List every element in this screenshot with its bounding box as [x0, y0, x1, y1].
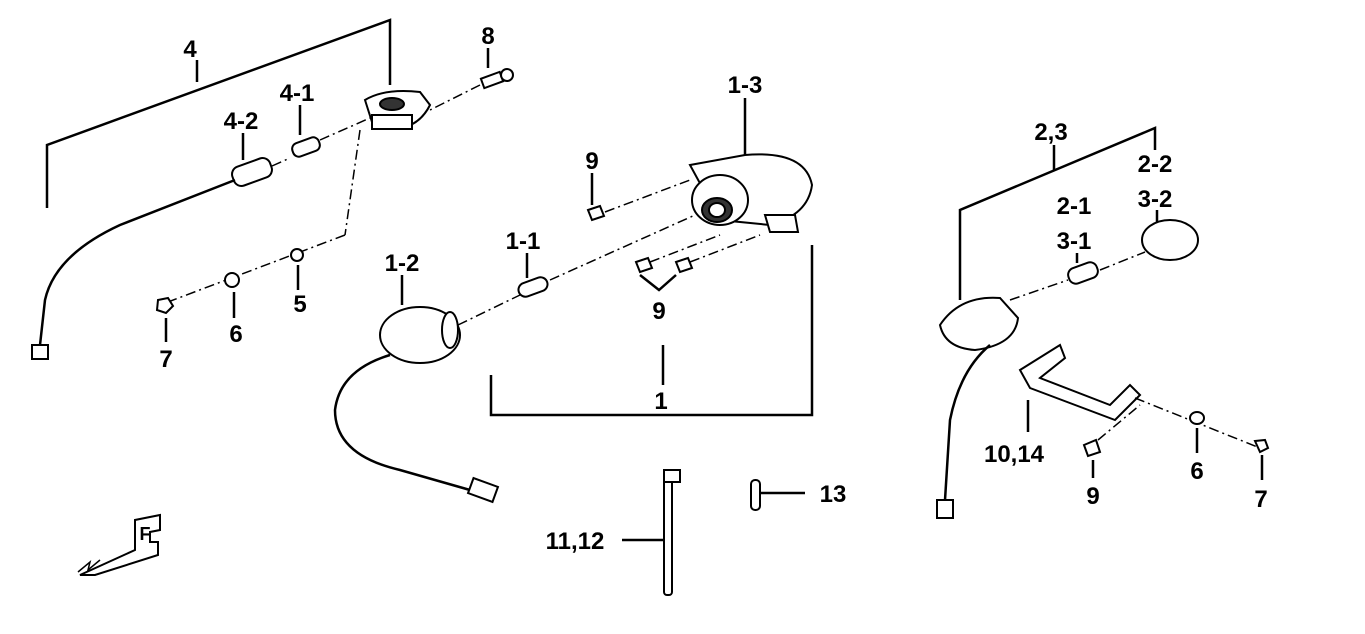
front-marker-letter: F: [140, 524, 151, 544]
washer-6: [1189, 411, 1205, 425]
nut-7: [1253, 438, 1270, 454]
group-4-bracket: [45, 18, 392, 208]
bracket-10-14: [1018, 343, 1142, 432]
bulb-1-1: [517, 214, 696, 298]
lens-2-2: [1141, 219, 1199, 261]
label-4-2: 4-2: [224, 108, 259, 135]
label-11-12: 11,12: [546, 528, 605, 555]
screw-9: [1082, 438, 1102, 458]
label-1-3: 1-3: [728, 72, 763, 99]
screw-9: [674, 256, 694, 274]
label-10-14: 10,14: [984, 441, 1045, 468]
label-9: 9: [652, 298, 665, 325]
label-7: 7: [1254, 486, 1267, 513]
label-6: 6: [1190, 458, 1203, 485]
socket-1-2: [333, 275, 521, 504]
washer-5: [290, 248, 304, 262]
label-6: 6: [229, 321, 242, 348]
label-5: 5: [293, 291, 306, 318]
license-light-housing: [363, 90, 432, 130]
label-3-1: 3-1: [1057, 228, 1092, 255]
label-4-1: 4-1: [280, 80, 315, 107]
center-line: [159, 234, 346, 306]
front-direction-marker: [77, 513, 161, 576]
group-1-bracket: [489, 245, 814, 417]
screw-9: [634, 256, 654, 274]
label-2-2: 2-2: [1138, 151, 1173, 178]
label-8: 8: [481, 23, 494, 50]
label-1-1: 1-1: [506, 228, 541, 255]
screw-9: [586, 204, 606, 222]
label-2-3: 2,3: [1034, 119, 1067, 146]
clip-13: [750, 479, 805, 511]
nut-7: [155, 296, 175, 315]
label-1: 1: [654, 388, 667, 415]
cable-tie-11-12: [622, 469, 681, 596]
label-2-1: 2-1: [1057, 193, 1092, 220]
tail-light-housing-1-3: [688, 98, 814, 233]
label-3-2: 3-2: [1138, 186, 1173, 213]
label-7: 7: [159, 346, 172, 373]
washer-6: [224, 272, 240, 288]
label-4: 4: [183, 36, 197, 63]
screw-8: [429, 48, 514, 111]
label-13: 13: [820, 481, 847, 508]
label-1-2: 1-2: [385, 250, 420, 277]
center-line: [344, 129, 361, 236]
group-2-3-bracket: [958, 126, 1157, 300]
socket-4-2: [31, 133, 291, 360]
label-9: 9: [1086, 483, 1099, 510]
label-9: 9: [585, 148, 598, 175]
side-light-2-3: [936, 296, 1020, 519]
bulb-2-1: [1067, 261, 1099, 285]
bulb-4-1: [291, 105, 371, 158]
